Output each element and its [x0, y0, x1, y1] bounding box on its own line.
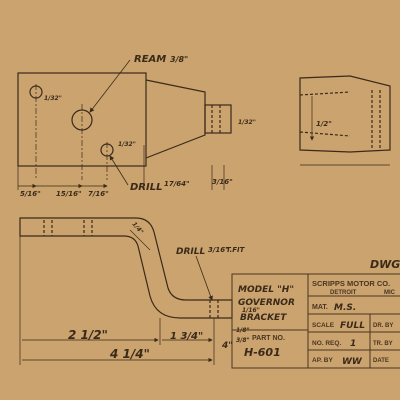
dim-5-16: 5/16" — [20, 190, 41, 198]
top-view — [17, 59, 232, 190]
drill-bottom-fit: T.FIT — [226, 246, 246, 254]
material-label: MAT. — [312, 304, 328, 311]
dwg-label: DWG. # — [370, 258, 400, 271]
material-value: M.S. — [334, 303, 356, 313]
scale-label: SCALE — [312, 322, 335, 329]
dim-1-32-b: 1/32" — [118, 141, 136, 148]
no-req-value: 1 — [350, 339, 356, 349]
dim-2-1-2: 2 1/2" — [68, 328, 108, 342]
dim-1-4: 1/4" — [130, 221, 144, 236]
dim-1-16: 1/16" — [242, 307, 260, 314]
model-name: MODEL "H" — [238, 285, 294, 295]
ream-label: REAM — [134, 54, 166, 65]
dim-4-1-4: 4 1/4" — [109, 347, 150, 361]
part-no-label: PART NO. — [252, 335, 285, 342]
dim-1-32-c: 1/32" — [238, 119, 256, 126]
drill-bottom-size: 3/16" — [208, 246, 229, 254]
end-view-outline — [299, 75, 391, 153]
dim-3-8: 3/8" — [236, 337, 250, 344]
tapered-arm — [145, 79, 206, 159]
dim-1-2: 1/2" — [316, 120, 332, 128]
dim-3-16: 3/16" — [212, 178, 233, 186]
company-name: SCRIPPS MOTOR CO. — [312, 279, 390, 288]
ap-by-value: WW — [342, 357, 363, 367]
no-req-label: NO. REQ. — [312, 340, 341, 347]
part-name-line-1: GOVERNOR — [238, 298, 295, 308]
company-city: DETROIT — [330, 290, 357, 296]
dim-4: 4" — [221, 341, 233, 351]
company-city-2: MIC — [384, 290, 396, 296]
title-block — [231, 273, 400, 369]
date-label: DATE — [373, 358, 389, 364]
drill-bottom-label: DRILL — [176, 247, 205, 257]
ream-size: 3/8" — [170, 55, 188, 64]
arm-tip — [204, 104, 232, 134]
dim-7-16: 7/16" — [88, 190, 109, 198]
drill-top-size: 17/64" — [164, 180, 190, 188]
tr-by-label: TR. BY — [373, 341, 393, 347]
dim-1-32-a: 1/32" — [44, 95, 62, 102]
end-view — [299, 75, 391, 166]
dr-by-label: DR. BY — [373, 323, 393, 329]
side-view — [19, 217, 233, 365]
part-no-value: H-601 — [244, 346, 281, 359]
drill-top-label: DRILL — [130, 182, 162, 193]
ap-by-label: AP. BY — [312, 357, 333, 364]
dim-15-16: 15/16" — [56, 190, 82, 198]
part-name-line-2: BRACKET — [240, 313, 287, 323]
scale-value: FULL — [340, 321, 365, 331]
dim-1-3-4: 1 3/4" — [170, 331, 203, 342]
